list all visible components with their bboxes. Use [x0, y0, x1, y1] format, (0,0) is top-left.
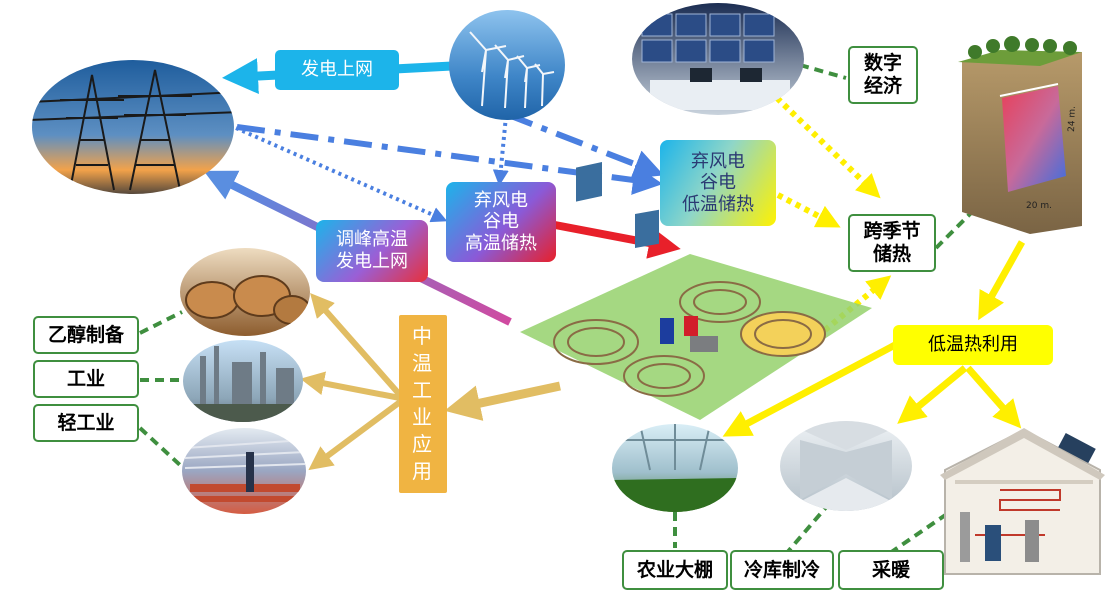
label-agri-greenhouse: 农业大棚: [622, 550, 728, 590]
label-peak-line1: 调峰高温: [336, 229, 408, 251]
power-grid-image: [32, 60, 234, 194]
label-digital-line1: 数字: [863, 52, 902, 75]
label-low-temp-line1: 弃风电: [691, 150, 745, 172]
arrow-plant-to-mid-industry: [444, 381, 561, 421]
arrow-lowtemp-to-greenhouse: [722, 341, 897, 437]
label-low-temp-storage: 弃风电 谷电 低温储热: [660, 140, 776, 226]
green-connectors: [138, 63, 978, 557]
label-high-temp-line1: 弃风电: [474, 189, 528, 211]
arrow-wind-to-low-storage: [504, 111, 664, 179]
label-mid-char-6: 用: [412, 459, 434, 483]
label-industry: 工业: [33, 360, 139, 398]
arrow-mid-to-ethanol: [310, 292, 403, 397]
label-mid-char-1: 中: [412, 324, 434, 348]
label-mid-temp-industry: 中 温 工 业 应 用: [399, 315, 447, 493]
heating-house-image: [940, 428, 1105, 575]
wind-turbine-image: [449, 10, 565, 120]
label-digital-economy: 数字 经济: [848, 46, 918, 104]
label-high-temp-line3: 高温储热: [465, 232, 537, 254]
label-mid-char-4: 业: [412, 405, 434, 429]
label-mid-char-5: 应: [412, 432, 434, 456]
label-high-temp-line2: 谷电: [483, 211, 519, 233]
label-high-temp-storage: 弃风电 谷电 高温储热: [446, 182, 556, 262]
arrow-wind-to-high-storage: [492, 115, 509, 186]
label-low-temp-line3: 低温储热: [682, 193, 754, 215]
pit-depth-label: 24 m.: [1067, 106, 1078, 132]
ethanol-plant-image: [180, 248, 310, 336]
solar-thermal-plant-image: [520, 149, 872, 420]
label-digital-line2: 经济: [863, 75, 902, 97]
arrow-low-storage-to-seasonal: [776, 192, 841, 228]
arrow-pit-to-lowtemp: [978, 240, 1026, 321]
label-seasonal-line2: 储热: [872, 243, 911, 265]
industrial-plant-image: [183, 340, 303, 422]
pit-width-label: 20 m.: [1026, 201, 1052, 211]
control-room-image: [632, 3, 804, 115]
label-mid-char-3: 工: [412, 378, 434, 402]
label-ethanol: 乙醇制备: [33, 316, 139, 354]
label-seasonal-line1: 跨季节: [863, 220, 921, 243]
arrow-lowtemp-to-cold: [897, 365, 968, 424]
seasonal-storage-pit-image: 24 m. 20 m.: [958, 36, 1082, 234]
greenhouse-image: [612, 424, 738, 512]
cold-storage-image: [780, 421, 912, 511]
label-peak-regulation: 调峰高温 发电上网: [316, 220, 428, 282]
arrow-grid-to-high-storage: [235, 126, 448, 223]
label-light-industry: 轻工业: [33, 404, 139, 442]
label-low-temp-line2: 谷电: [700, 172, 736, 194]
label-power-to-grid: 发电上网: [275, 50, 399, 90]
arrow-lowtemp-to-heating: [965, 365, 1022, 429]
arrow-control-to-seasonal: [774, 95, 881, 199]
label-heating: 采暖: [838, 550, 944, 590]
light-industry-image: [182, 428, 306, 514]
label-cold-storage: 冷库制冷: [730, 550, 834, 590]
arrow-mid-to-factory: [300, 371, 401, 401]
label-peak-line2: 发电上网: [336, 251, 408, 272]
label-low-temp-use: 低温热利用: [893, 325, 1053, 365]
label-mid-char-2: 温: [412, 351, 434, 375]
arrow-mid-to-textile: [308, 399, 402, 471]
label-seasonal-storage: 跨季节 储热: [848, 214, 936, 272]
